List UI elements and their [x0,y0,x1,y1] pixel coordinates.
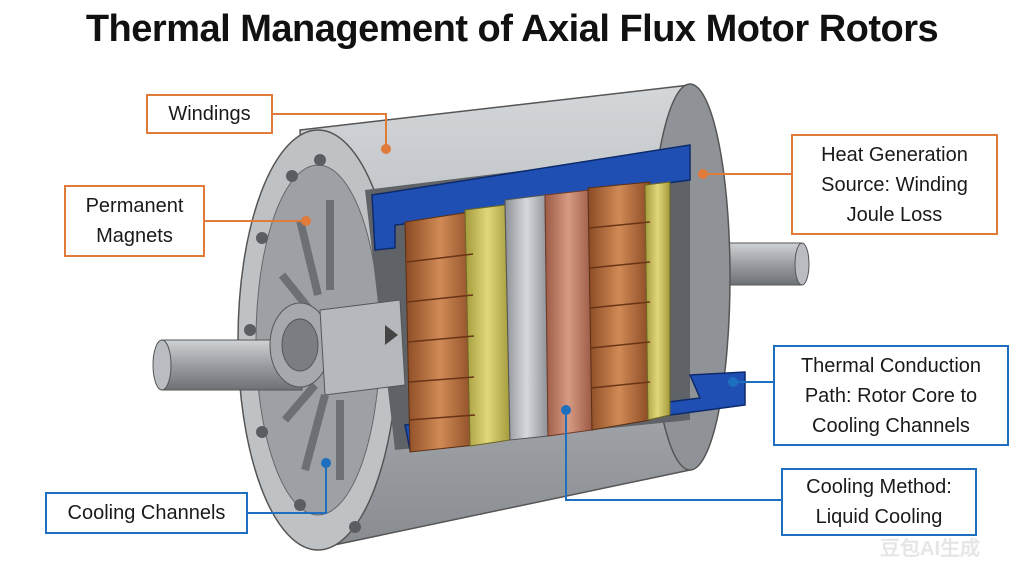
windings-label: Windings [146,94,273,134]
left-shaft [152,299,406,396]
bolt-hole [286,170,298,182]
page-title: Thermal Management of Axial Flux Motor R… [85,8,939,50]
leader-lines [205,113,791,514]
bolt-hole [294,499,306,511]
permanent-magnets-label: Permanent Magnets [64,185,205,257]
thermal-conduction-label: Thermal Conduction Path: Rotor Core to C… [773,345,1009,446]
rose-rotor-disc [544,189,593,437]
bolt-hole [244,324,256,336]
silver-rotor-disc [504,194,549,441]
bolt-hole [256,232,268,244]
bolt-hole [314,154,326,166]
leader-dots [301,144,738,468]
right-winding-stack [587,181,651,431]
cooling-channels-label: Cooling Channels [45,492,248,534]
bolt-hole [349,521,361,533]
yellow-disc [464,204,511,447]
cutaway-interior [365,144,746,453]
cooling-method-label: Cooling Method: Liquid Cooling [781,468,977,536]
bolt-hole [256,426,268,438]
heat-generation-label: Heat Generation Source: Winding Joule Lo… [791,134,998,235]
watermark: 豆包AI生成 [880,538,980,560]
